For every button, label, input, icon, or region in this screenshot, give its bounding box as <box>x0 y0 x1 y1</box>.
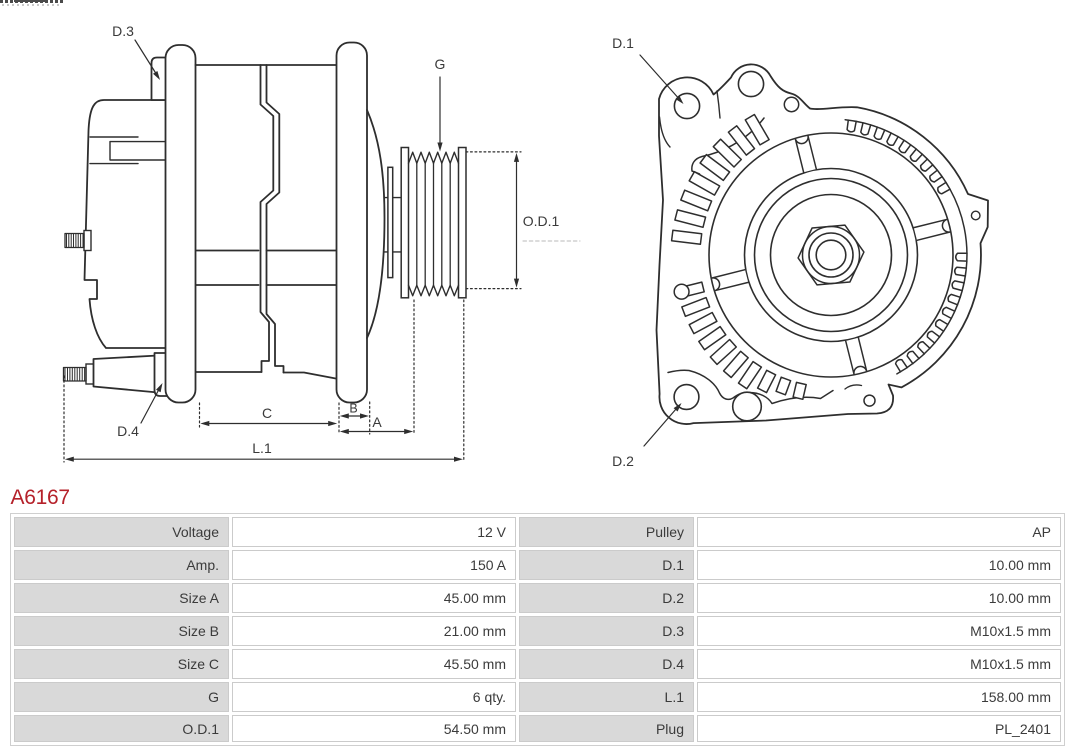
svg-text:L.1: L.1 <box>252 440 272 456</box>
svg-text:O.D.1: O.D.1 <box>523 213 560 229</box>
svg-text:D.4: D.4 <box>117 423 139 439</box>
svg-text:G: G <box>435 56 446 72</box>
svg-text:B: B <box>349 402 357 416</box>
svg-text:A: A <box>372 414 382 430</box>
svg-text:D.1: D.1 <box>612 35 634 51</box>
svg-text:D.3: D.3 <box>112 23 134 39</box>
svg-text:C: C <box>262 405 272 421</box>
svg-text:D.2: D.2 <box>612 453 634 469</box>
